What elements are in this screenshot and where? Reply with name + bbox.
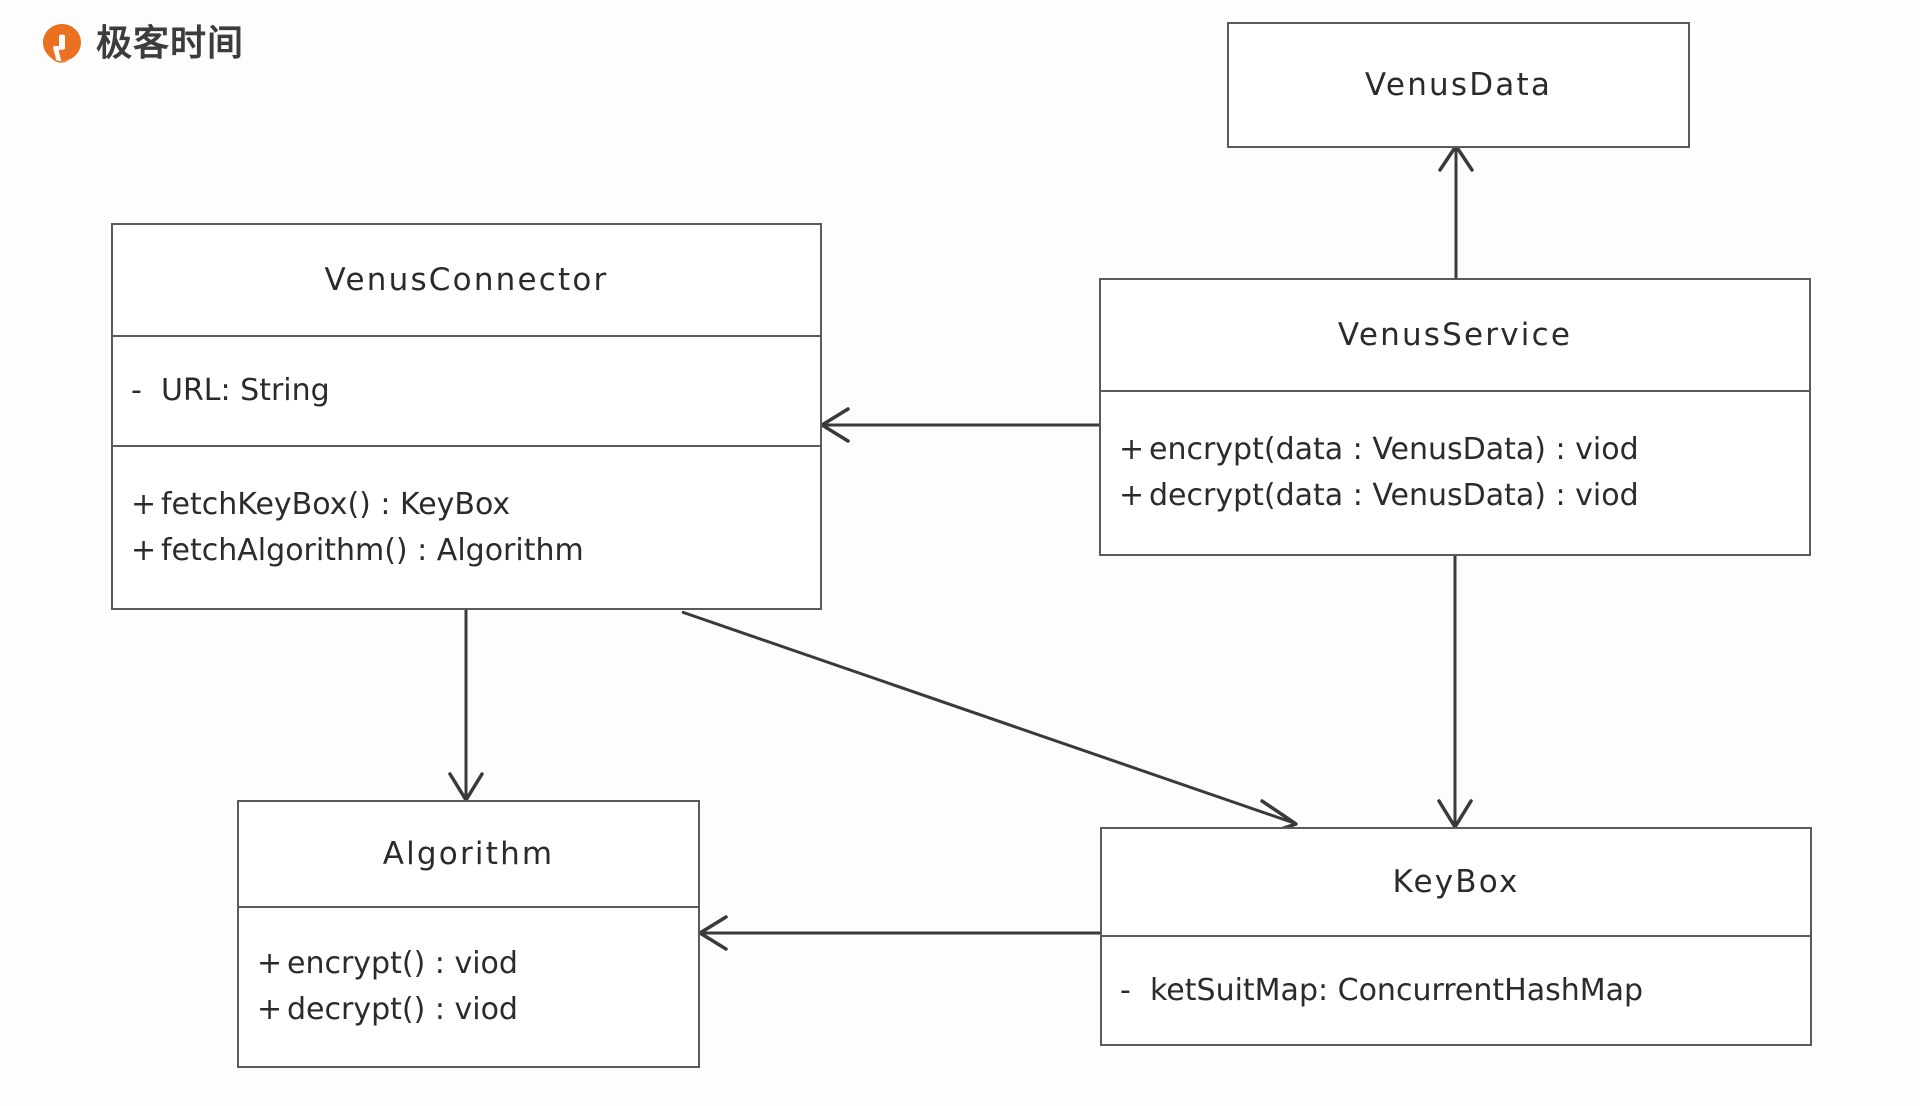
- class-header-venusservice: VenusService: [1101, 280, 1809, 390]
- method-signature: decrypt() : viod: [287, 992, 518, 1027]
- relation-service-to-keybox: [1437, 556, 1473, 829]
- class-methods-algorithm: + encrypt() : viod + decrypt() : viod: [239, 906, 698, 1066]
- visibility-marker: -: [131, 373, 142, 409]
- class-box-keybox[interactable]: KeyBox - ketSuitMap: ConcurrentHashMap: [1100, 827, 1812, 1046]
- attribute-signature: ketSuitMap: ConcurrentHashMap: [1150, 972, 1644, 1008]
- geektime-logo-icon: [40, 22, 84, 66]
- class-methods-venusservice: + encrypt(data : VenusData) : viod + dec…: [1101, 390, 1809, 554]
- brand-logo: 极客时间: [40, 22, 244, 66]
- visibility-marker: +: [131, 486, 157, 522]
- method-signature: fetchAlgorithm() : Algorithm: [161, 532, 584, 568]
- class-attribute-row: - URL: String: [113, 368, 820, 414]
- class-header-venusdata: VenusData: [1229, 24, 1688, 146]
- class-attributes-venusconnector: - URL: String: [113, 335, 820, 445]
- class-header-venusconnector: VenusConnector: [113, 225, 820, 335]
- class-box-venusservice[interactable]: VenusService + encrypt(data : VenusData)…: [1099, 278, 1811, 556]
- class-method-row: + encrypt() : viod: [239, 941, 698, 987]
- relation-keybox-to-algorithm: [698, 915, 1100, 951]
- relation-service-to-data: [1438, 144, 1474, 278]
- relation-service-to-connector: [820, 407, 1099, 443]
- visibility-marker: +: [257, 946, 283, 982]
- class-method-row: + decrypt(data : VenusData) : viod: [1101, 473, 1809, 519]
- relation-connector-to-algorithm: [448, 608, 484, 802]
- class-name-algorithm: Algorithm: [382, 836, 555, 872]
- relation-connector-to-keybox: [681, 610, 1298, 836]
- class-name-venusservice: VenusService: [1337, 317, 1573, 353]
- brand-wordmark: 极客时间: [96, 23, 245, 64]
- class-method-row: + decrypt() : viod: [239, 987, 698, 1033]
- class-name-venusdata: VenusData: [1364, 67, 1553, 103]
- class-box-venusdata[interactable]: VenusData: [1227, 22, 1690, 148]
- class-attribute-row: - ketSuitMap: ConcurrentHashMap: [1102, 968, 1810, 1014]
- class-box-algorithm[interactable]: Algorithm + encrypt() : viod + decrypt()…: [237, 800, 700, 1068]
- visibility-marker: -: [1120, 972, 1131, 1008]
- visibility-marker: +: [1119, 478, 1145, 513]
- attribute-signature: URL: String: [161, 373, 330, 409]
- class-method-row: + fetchAlgorithm() : Algorithm: [113, 528, 820, 574]
- class-method-row: + encrypt(data : VenusData) : viod: [1101, 427, 1809, 473]
- class-name-keybox: KeyBox: [1392, 864, 1520, 900]
- class-method-row: + fetchKeyBox() : KeyBox: [113, 482, 820, 528]
- class-name-venusconnector: VenusConnector: [324, 262, 609, 298]
- visibility-marker: +: [1119, 432, 1145, 468]
- class-header-keybox: KeyBox: [1102, 829, 1810, 935]
- method-signature: encrypt() : viod: [287, 946, 518, 982]
- method-signature: decrypt(data : VenusData) : viod: [1149, 478, 1639, 513]
- class-header-algorithm: Algorithm: [239, 802, 698, 906]
- class-box-venusconnector[interactable]: VenusConnector - URL: String + fetchKeyB…: [111, 223, 822, 610]
- class-methods-venusconnector: + fetchKeyBox() : KeyBox + fetchAlgorith…: [113, 445, 820, 608]
- visibility-marker: +: [257, 992, 283, 1027]
- class-attributes-keybox: - ketSuitMap: ConcurrentHashMap: [1102, 935, 1810, 1044]
- method-signature: fetchKeyBox() : KeyBox: [161, 486, 511, 522]
- visibility-marker: +: [131, 532, 157, 568]
- method-signature: encrypt(data : VenusData) : viod: [1149, 432, 1639, 468]
